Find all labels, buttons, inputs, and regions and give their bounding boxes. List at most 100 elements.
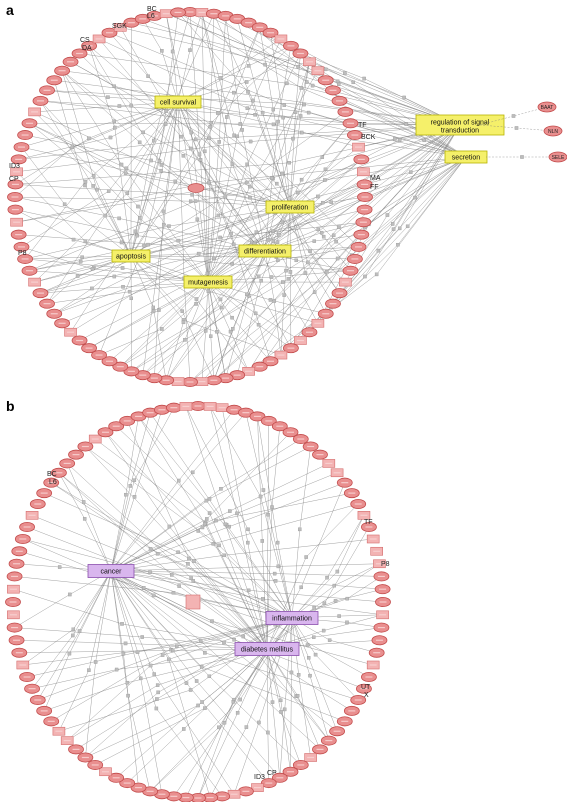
relation-node: [343, 71, 347, 75]
gene-node: [7, 179, 24, 190]
relation-node: [227, 524, 231, 529]
gene-node: [112, 361, 129, 372]
relation-node: [333, 599, 338, 603]
edge: [301, 482, 345, 588]
edge: [248, 250, 266, 296]
edge: [306, 159, 362, 206]
edge: [278, 246, 359, 252]
gene-node: [302, 441, 319, 452]
relation-node: [200, 525, 205, 530]
relation-node: [272, 299, 277, 303]
relation-node: [257, 720, 261, 725]
relation-node: [275, 240, 280, 244]
relation-node: [238, 122, 243, 126]
edge: [84, 185, 132, 257]
edge: [34, 111, 140, 218]
relation-node: [272, 571, 277, 576]
relation-node: [207, 674, 212, 679]
relation-node: [285, 81, 289, 86]
edge: [16, 171, 86, 242]
edge: [40, 239, 269, 294]
gene-node: [190, 400, 206, 411]
hub-node: cell survival: [154, 95, 202, 109]
gene-label: TF: [358, 122, 367, 129]
relation-node: [248, 184, 252, 189]
edge: [364, 124, 461, 277]
gene-node: [240, 17, 257, 28]
edge: [88, 570, 112, 671]
relation-node: [246, 540, 250, 545]
edge: [142, 270, 287, 376]
edge: [314, 563, 380, 608]
hub-label: secretion: [452, 155, 481, 162]
edge: [333, 124, 461, 236]
relation-node: [248, 195, 252, 200]
relation-node: [133, 229, 137, 234]
relation-node: [90, 267, 95, 271]
relation-node: [217, 543, 221, 548]
edge: [156, 617, 293, 700]
edge: [18, 234, 122, 243]
edge: [245, 412, 264, 491]
edge: [130, 122, 212, 257]
gene-node: [77, 441, 94, 452]
relation-node: [305, 80, 309, 84]
relation-node: [82, 517, 87, 521]
gene-node: [71, 335, 88, 346]
relation-node: [225, 115, 229, 119]
edge: [58, 472, 172, 576]
edge: [47, 90, 108, 98]
relation-node: [83, 239, 88, 244]
relation-node: [161, 209, 166, 214]
edge: [34, 240, 179, 283]
edge: [14, 594, 70, 628]
gene-node: [113, 23, 127, 32]
outer-gene-node: BAAT: [537, 101, 557, 113]
edge: [215, 492, 352, 521]
relation-node: [266, 730, 270, 735]
edge: [309, 250, 340, 294]
edge: [166, 242, 278, 381]
edge: [29, 261, 81, 271]
gene-node: [39, 85, 55, 96]
relation-node: [393, 137, 397, 141]
relation-node: [232, 638, 236, 642]
relation-node: [93, 660, 98, 664]
relation-node: [254, 230, 259, 234]
relation-node: [159, 163, 164, 167]
edge: [84, 518, 112, 572]
edge: [185, 406, 249, 530]
relation-node: [117, 216, 121, 221]
edge: [177, 101, 234, 245]
relation-node: [196, 703, 200, 708]
relation-node: [129, 296, 133, 301]
gene-node: [11, 647, 28, 658]
edge: [137, 206, 209, 283]
gene-node: [146, 10, 163, 21]
relation-node: [266, 512, 270, 517]
edge: [95, 570, 112, 663]
hub-label: inflammation: [272, 616, 312, 623]
edge: [291, 617, 311, 676]
edge: [67, 463, 192, 579]
relation-node: [188, 688, 193, 692]
relation-node: [216, 111, 220, 115]
relation-node: [280, 171, 284, 176]
gene-node: [91, 350, 107, 361]
edge: [163, 101, 179, 225]
edge: [110, 498, 210, 572]
edge: [353, 82, 467, 158]
gene-node: [329, 726, 345, 737]
edge: [96, 189, 132, 257]
gene-node: [271, 421, 288, 432]
edge: [202, 472, 338, 528]
edge: [289, 157, 323, 208]
edge: [110, 570, 276, 582]
gene-node: [24, 683, 40, 694]
edge: [229, 463, 329, 512]
edge: [275, 580, 383, 590]
edge: [273, 124, 359, 148]
edge: [313, 627, 382, 638]
edge: [207, 136, 238, 283]
edge: [219, 15, 226, 142]
